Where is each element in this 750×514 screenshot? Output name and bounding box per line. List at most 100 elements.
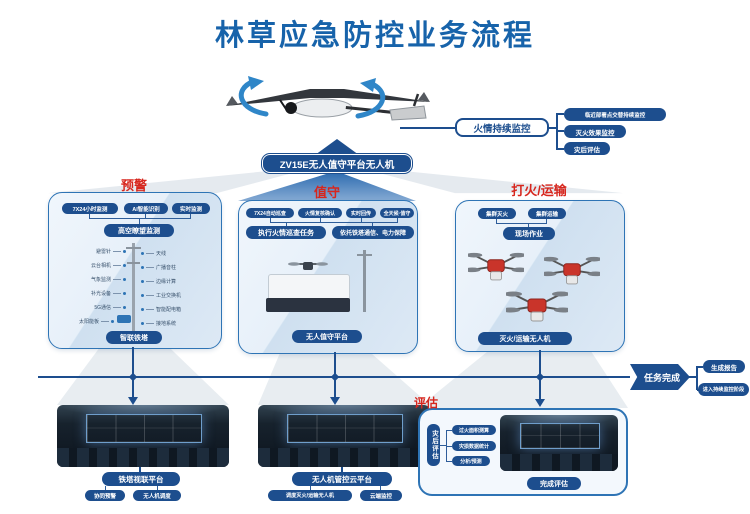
evaluate-bottom-pill: 完成评估 [527, 477, 581, 490]
evaluate-item: 灾损数据统计 [452, 441, 496, 451]
tower-callout-label: 补光设备 [90, 291, 111, 297]
leader-line [146, 281, 154, 282]
screen-videowall [287, 413, 403, 443]
connector [320, 218, 321, 222]
connector [334, 378, 336, 397]
tower-callout-label: 云台相机 [90, 263, 111, 269]
connector [157, 486, 158, 490]
tower-platform-screen [57, 405, 229, 467]
marker-dot-icon [141, 266, 144, 269]
tower-callout: 5G通信 [58, 304, 126, 311]
connector [89, 214, 90, 218]
connector [400, 127, 455, 129]
tower-callout: 边缘计算 [141, 278, 215, 285]
duty-top-pill: 火情复核确认 [298, 208, 342, 218]
connector [132, 378, 134, 397]
mast-illustration [363, 250, 366, 312]
connector [361, 218, 362, 222]
tower-crossarm [127, 262, 140, 264]
leader-line [146, 253, 154, 254]
connector [132, 347, 134, 376]
connector [139, 467, 141, 472]
marker-dot-icon [123, 250, 126, 253]
connector [440, 445, 446, 446]
duty-bottom-pill: 无人值守平台 [292, 330, 362, 343]
connector [446, 446, 452, 447]
connector [139, 218, 140, 224]
warning-bottom-pill: 智联铁塔 [106, 331, 162, 344]
column-header-duty: 值守 [313, 185, 340, 200]
duty-task-pill: 依托铁塔通信、电力保障 [332, 226, 414, 239]
leader-line [113, 279, 121, 280]
leader-line [146, 295, 154, 296]
connector [372, 222, 373, 226]
connector [546, 219, 547, 223]
fight-mid-pill: 现场作业 [503, 227, 555, 240]
fight-top-pill: 集群灭火 [478, 208, 516, 219]
uav-cloud-item: 调度灭火/运输无人机 [268, 490, 352, 501]
screen-desks [258, 448, 430, 467]
connector [270, 222, 398, 223]
marker-dot-icon [141, 294, 144, 297]
screen-videowall [86, 413, 202, 443]
task-done-item: 生成报告 [703, 360, 745, 373]
duty-task-pill: 执行火情巡查任务 [246, 226, 326, 239]
tower-callout-label: 天线 [156, 251, 167, 257]
marker-dot-icon [141, 252, 144, 255]
task-done-ribbon: 任务完成 [630, 364, 690, 390]
marker-dot-icon [123, 264, 126, 267]
tower-callout-label: 太阳能板 [78, 319, 99, 325]
fire-monitor-item: 临近部署点交替持续监控 [564, 108, 666, 121]
connector [496, 223, 547, 224]
uav-pill-pointer [315, 139, 359, 155]
uav-cloud-item: 云端监控 [360, 490, 402, 501]
small-drone-icon [288, 262, 328, 270]
tower-callout-label: 接地系统 [156, 321, 177, 327]
tower-callout: 广播音柱 [141, 264, 215, 271]
evaluate-screen [500, 415, 618, 471]
screen-desks [500, 454, 618, 471]
connector [539, 350, 541, 376]
uav-cloud-screen [258, 405, 430, 467]
connector [310, 486, 311, 490]
leader-line [113, 265, 121, 266]
hexacopter-drone-icon [468, 252, 524, 281]
tower-platform-pill: 铁塔视联平台 [102, 472, 180, 486]
connector [688, 376, 697, 378]
uav-platform-pill: ZV15E无人值守平台无人机 [261, 153, 413, 174]
connector [556, 113, 558, 150]
tower-callout: 天线 [141, 250, 215, 257]
tower-device-icon [117, 315, 131, 323]
fire-monitor-item: 灾后评估 [564, 142, 610, 155]
leader-line [146, 309, 154, 310]
tower-callout-label: 工业交换机 [156, 293, 182, 299]
leader-line [146, 323, 154, 324]
duty-top-pill: 实时回传 [346, 208, 376, 218]
connector [539, 378, 541, 399]
down-arrow-icon [535, 399, 545, 407]
connector [496, 219, 497, 223]
swoosh-arrow-left-icon [238, 76, 269, 117]
connector [380, 486, 381, 490]
tower-callout-label: 气象监测 [90, 277, 111, 283]
marker-dot-icon [141, 308, 144, 311]
warning-top-pill: AI智能识别 [124, 203, 168, 214]
page-title: 林草应急防控业务流程 [214, 20, 535, 52]
fire-monitor-pill: 火情持续监控 [455, 118, 549, 137]
tower-callout: 工业交换机 [141, 292, 215, 299]
down-arrow-icon [128, 397, 138, 405]
screen-desks [57, 448, 229, 467]
marker-dot-icon [111, 320, 114, 323]
beam-bottom-right [418, 350, 628, 408]
fight-bottom-pill: 灭火/运输无人机 [478, 332, 572, 345]
swoosh-arrow-right-icon [355, 78, 386, 119]
fire-monitor-item: 灭火效果监控 [564, 125, 626, 138]
tower-callout: 太阳能板 [58, 318, 114, 325]
connector [341, 467, 343, 472]
evaluate-header: 评估 [414, 396, 439, 410]
marker-dot-icon [141, 322, 144, 325]
connector [558, 130, 564, 132]
evaluate-item: 分析/预测 [452, 456, 490, 466]
connector [190, 214, 191, 218]
mast-crossarm [357, 254, 372, 256]
